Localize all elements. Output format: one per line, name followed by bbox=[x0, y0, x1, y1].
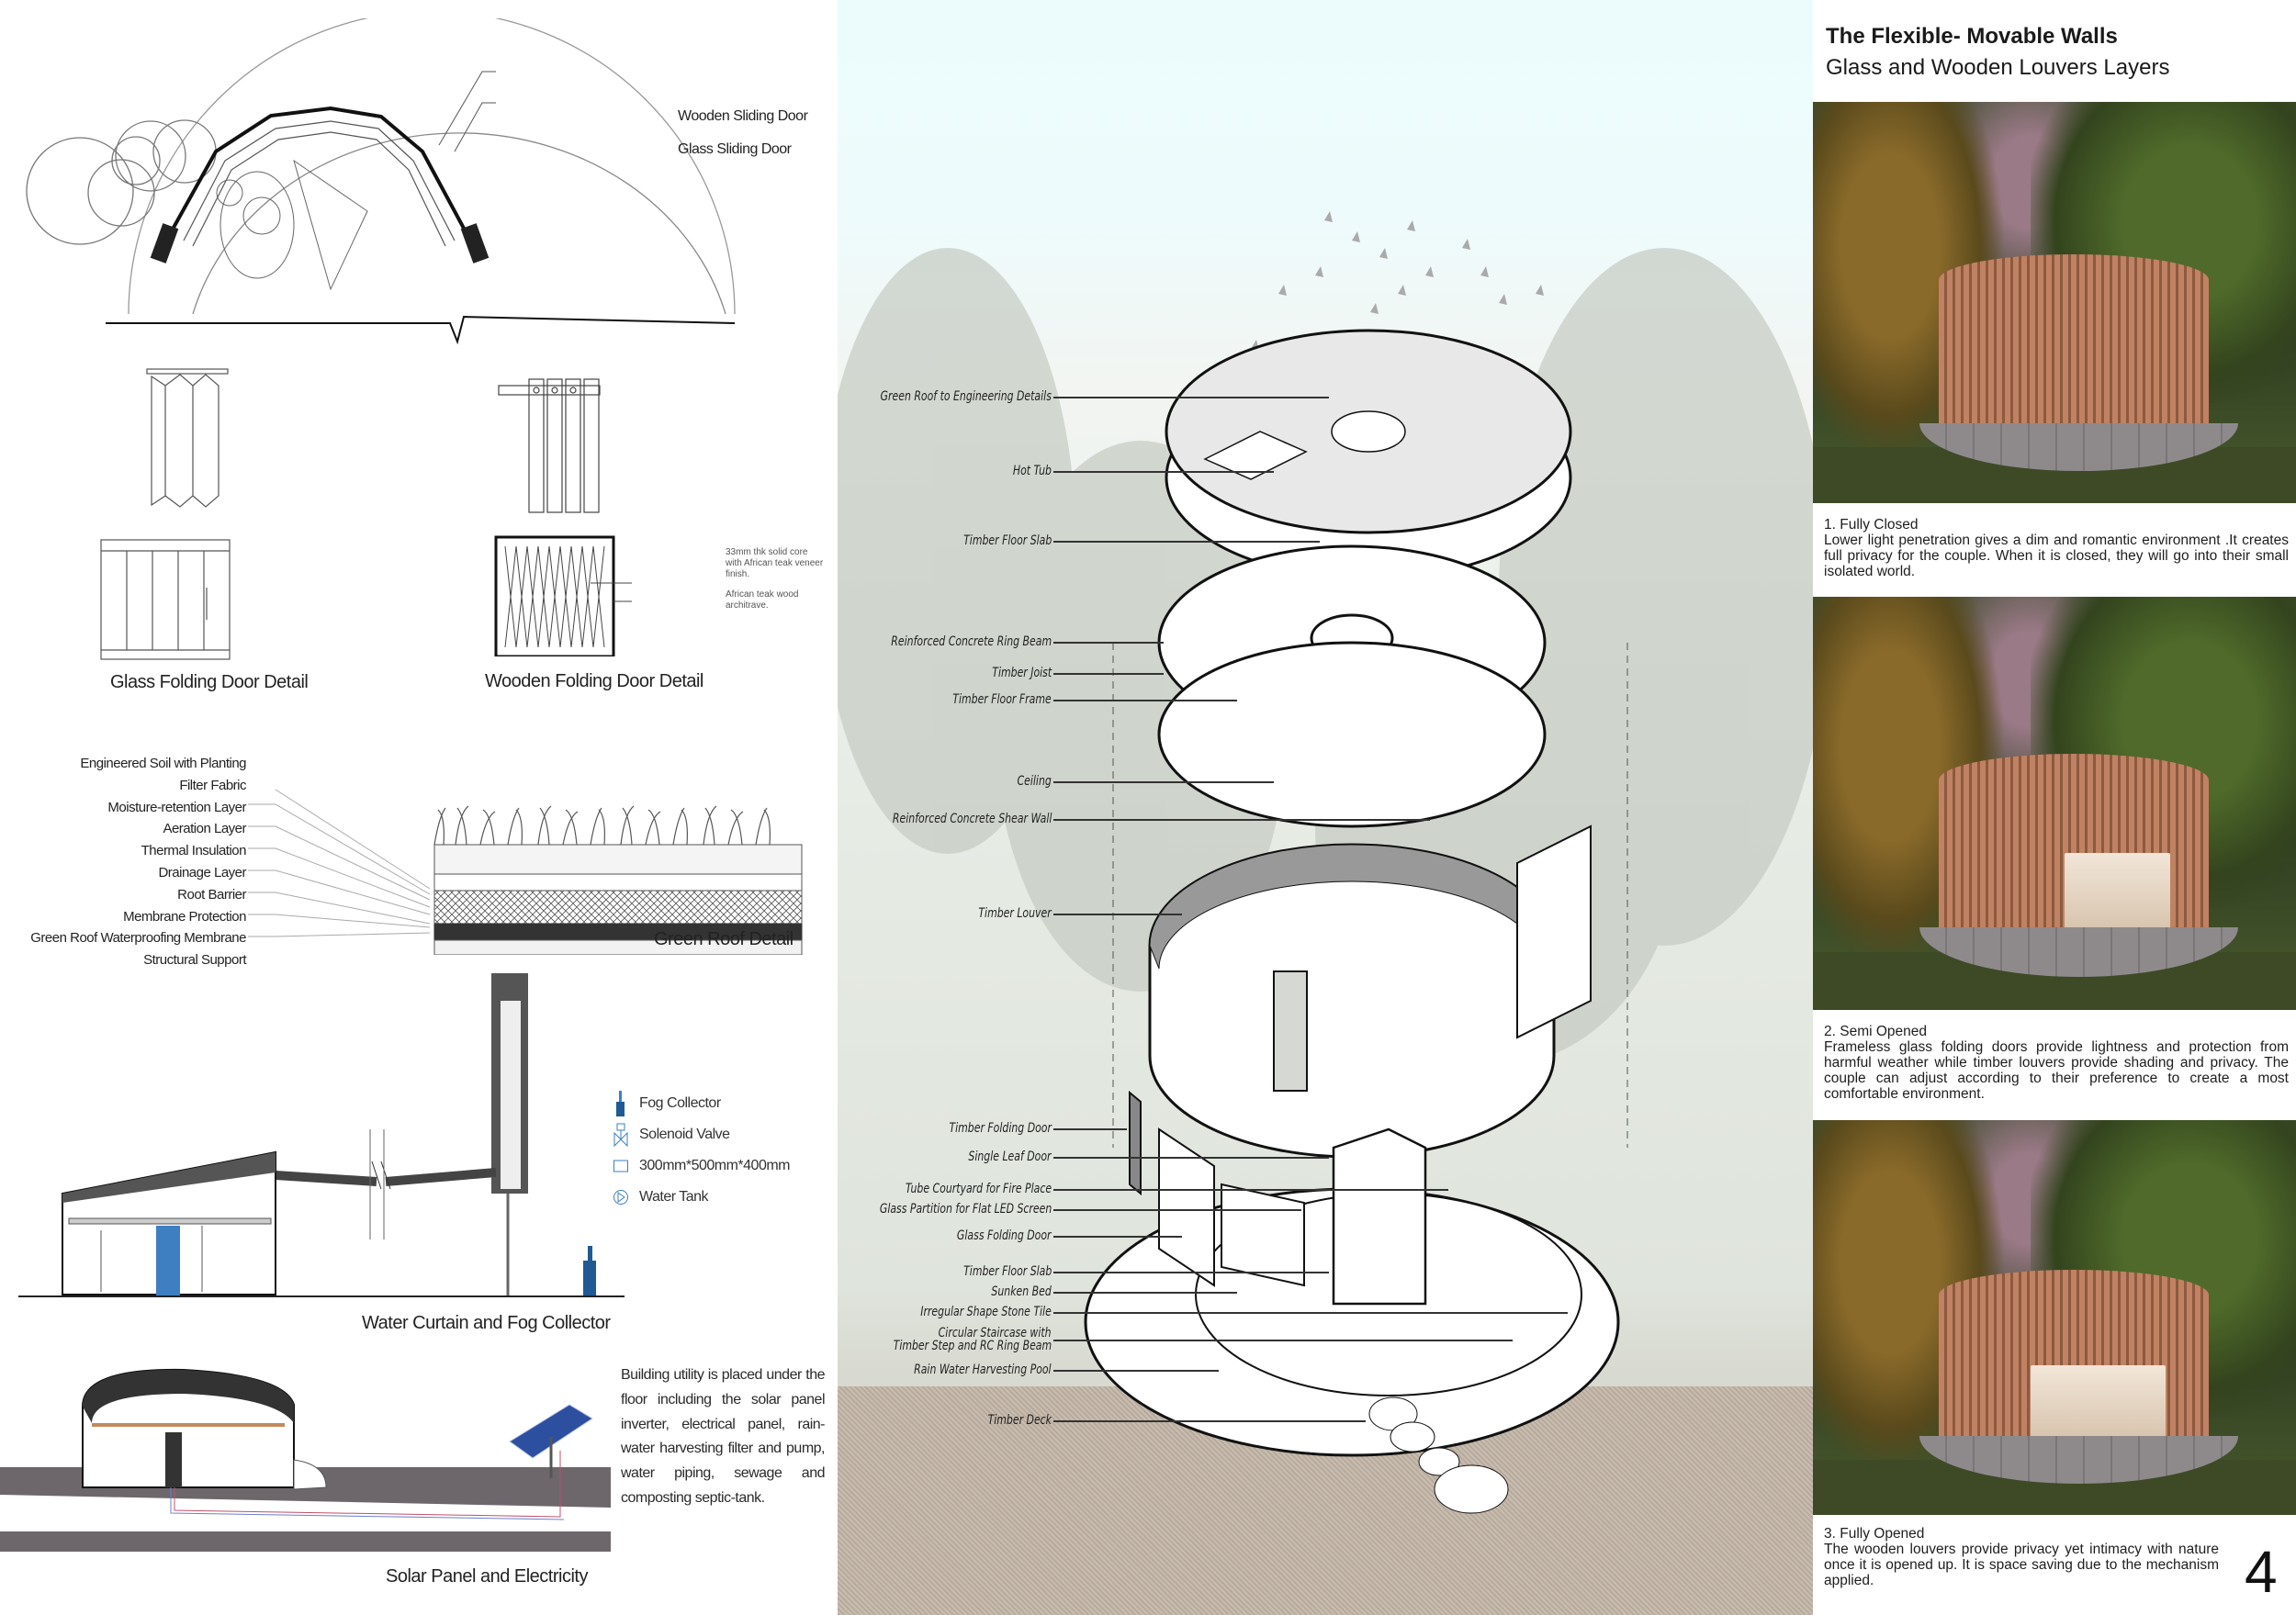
movable-walls-panel: The Flexible- Movable Walls Glass and Wo… bbox=[1813, 0, 2296, 1615]
label-glass-sliding-door: Glass Sliding Door bbox=[678, 141, 792, 157]
axo-label: Hot Tub bbox=[1012, 464, 1052, 478]
green-roof-layer: Filter Fabric bbox=[179, 777, 246, 793]
leader-line bbox=[1053, 1420, 1366, 1422]
axo-label: Reinforced Concrete Ring Beam bbox=[891, 634, 1052, 649]
label-wooden-sliding-door: Wooden Sliding Door bbox=[678, 108, 808, 124]
axo-label: Circular Staircase with bbox=[939, 1326, 1052, 1340]
axo-label: Rain Water Harvesting Pool bbox=[914, 1363, 1052, 1377]
panel-title: The Flexible- Movable Walls bbox=[1826, 24, 2118, 49]
state-semi-opened: 2. Semi Opened Frameless glass folding d… bbox=[1824, 1024, 2289, 1102]
leader-line bbox=[1053, 1189, 1448, 1191]
page-number: 4 bbox=[2245, 1539, 2278, 1605]
green-roof-layer: Moisture-retention Layer bbox=[107, 799, 246, 815]
state-text: Lower light penetration gives a dim and … bbox=[1824, 533, 2289, 579]
wooden-door-note-1: 33mm thk solid core with African teak ve… bbox=[726, 547, 824, 579]
state-heading: 1. Fully Closed bbox=[1824, 517, 1919, 533]
leader-line bbox=[1053, 1157, 1329, 1159]
leader-line bbox=[1053, 1128, 1127, 1130]
render-semi-opened bbox=[1813, 597, 2296, 1010]
leader-line bbox=[1053, 781, 1274, 783]
wooden-folding-door-title: Wooden Folding Door Detail bbox=[485, 671, 703, 691]
axo-label: Timber Floor Slab bbox=[962, 1264, 1052, 1279]
green-roof-labels: Engineered Soil with Planting Filter Fab… bbox=[0, 753, 246, 971]
axo-label: Ceiling bbox=[1017, 774, 1052, 789]
leader-line bbox=[1053, 642, 1164, 644]
leader-line bbox=[1053, 914, 1182, 915]
legend-item-water-tank: Water Tank bbox=[613, 1182, 834, 1213]
axo-label: Timber Louver bbox=[978, 906, 1052, 921]
leader-line bbox=[1053, 1209, 1301, 1211]
leader-line bbox=[1053, 471, 1274, 473]
wooden-folding-door-drawing bbox=[494, 372, 715, 656]
axo-label: Irregular Shape Stone Tile bbox=[920, 1305, 1052, 1319]
green-roof-layer: Thermal Insulation bbox=[141, 843, 247, 859]
water-legend: Fog Collector Solenoid Valve 300mm*500mm… bbox=[613, 1088, 834, 1213]
green-roof-layer: Root Barrier bbox=[177, 886, 246, 903]
state-heading: 3. Fully Opened bbox=[1824, 1526, 1925, 1542]
leader-line bbox=[1053, 1340, 1513, 1341]
water-tank-icon bbox=[613, 1190, 628, 1205]
axo-label: Glass Folding Door bbox=[957, 1228, 1052, 1243]
glass-folding-door-title: Glass Folding Door Detail bbox=[110, 672, 309, 692]
leader-line bbox=[1053, 1292, 1237, 1294]
state-text: The wooden louvers provide privacy yet i… bbox=[1824, 1542, 2219, 1588]
leader-line bbox=[1053, 700, 1237, 701]
legend-item-box: 300mm*500mm*400mm bbox=[613, 1150, 834, 1182]
solar-section-drawing bbox=[0, 1350, 615, 1552]
panel-subtitle: Glass and Wooden Louvers Layers bbox=[1826, 55, 2170, 80]
legend-item-solenoid-valve: Solenoid Valve bbox=[613, 1119, 834, 1150]
axo-label: Reinforced Concrete Shear Wall bbox=[892, 812, 1052, 826]
green-roof-layer: Engineered Soil with Planting bbox=[80, 756, 246, 771]
green-roof-layer: Structural Support bbox=[143, 952, 246, 969]
solar-description: Building utility is placed under the flo… bbox=[621, 1367, 826, 1506]
axo-label: Timber Step and RC Ring Beam bbox=[893, 1339, 1052, 1353]
green-roof-title: Green Roof Detail bbox=[654, 929, 793, 949]
box-icon bbox=[613, 1160, 628, 1172]
leader-line bbox=[1053, 673, 1164, 675]
fog-collector-icon bbox=[616, 1091, 625, 1116]
legend-item-fog-collector: Fog Collector bbox=[613, 1088, 834, 1119]
state-heading: 2. Semi Opened bbox=[1824, 1024, 1928, 1039]
leader-line bbox=[1053, 397, 1329, 398]
axo-label: Timber Floor Slab bbox=[962, 533, 1052, 548]
axo-label: Timber Deck bbox=[987, 1413, 1052, 1428]
axo-label: Sunken Bed bbox=[991, 1284, 1052, 1299]
axo-label: Tube Courtyard for Fire Place bbox=[905, 1182, 1052, 1196]
green-roof-layer: Aeration Layer bbox=[163, 821, 246, 837]
state-fully-opened: 3. Fully Opened The wooden louvers provi… bbox=[1824, 1526, 2219, 1588]
axonometric-drawing bbox=[838, 211, 1813, 1514]
leader-line bbox=[1053, 541, 1320, 543]
leader-line bbox=[1053, 1272, 1329, 1273]
green-roof-layer: Green Roof Waterproofing Membrane bbox=[30, 930, 246, 947]
leader-line bbox=[1053, 1370, 1219, 1372]
exploded-axonometric-panel: Green Roof to Engineering Details Hot Tu… bbox=[838, 0, 1813, 1615]
green-roof-section-drawing bbox=[246, 790, 816, 955]
axo-label: Timber Joist bbox=[992, 666, 1052, 680]
floor-plan-drawing bbox=[18, 18, 827, 349]
wooden-door-note-2: African teak wood architrave. bbox=[726, 589, 799, 611]
axo-label: Timber Folding Door bbox=[949, 1121, 1052, 1136]
render-fully-closed bbox=[1813, 102, 2296, 503]
state-fully-closed: 1. Fully Closed Lower light penetration … bbox=[1824, 517, 2289, 579]
solenoid-valve-icon bbox=[613, 1123, 628, 1148]
axo-label: Timber Floor Frame bbox=[952, 692, 1052, 707]
solar-title: Solar Panel and Electricity bbox=[386, 1566, 588, 1587]
leader-line bbox=[1053, 1312, 1568, 1314]
render-fully-opened bbox=[1813, 1120, 2296, 1515]
axo-label: Single Leaf Door bbox=[968, 1150, 1052, 1164]
water-curtain-title: Water Curtain and Fog Collector bbox=[362, 1313, 611, 1333]
leader-line bbox=[1053, 1236, 1182, 1238]
green-roof-layer: Membrane Protection bbox=[123, 908, 246, 925]
water-curtain-section-drawing bbox=[18, 969, 625, 1299]
green-roof-layer: Drainage Layer bbox=[158, 864, 246, 880]
axo-label: Green Roof to Engineering Details bbox=[880, 389, 1052, 404]
state-text: Frameless glass folding doors provide li… bbox=[1824, 1039, 2289, 1102]
axo-label: Glass Partition for Flat LED Screen bbox=[879, 1202, 1052, 1217]
glass-folding-door-drawing bbox=[92, 358, 340, 661]
leader-line bbox=[1053, 819, 1430, 821]
